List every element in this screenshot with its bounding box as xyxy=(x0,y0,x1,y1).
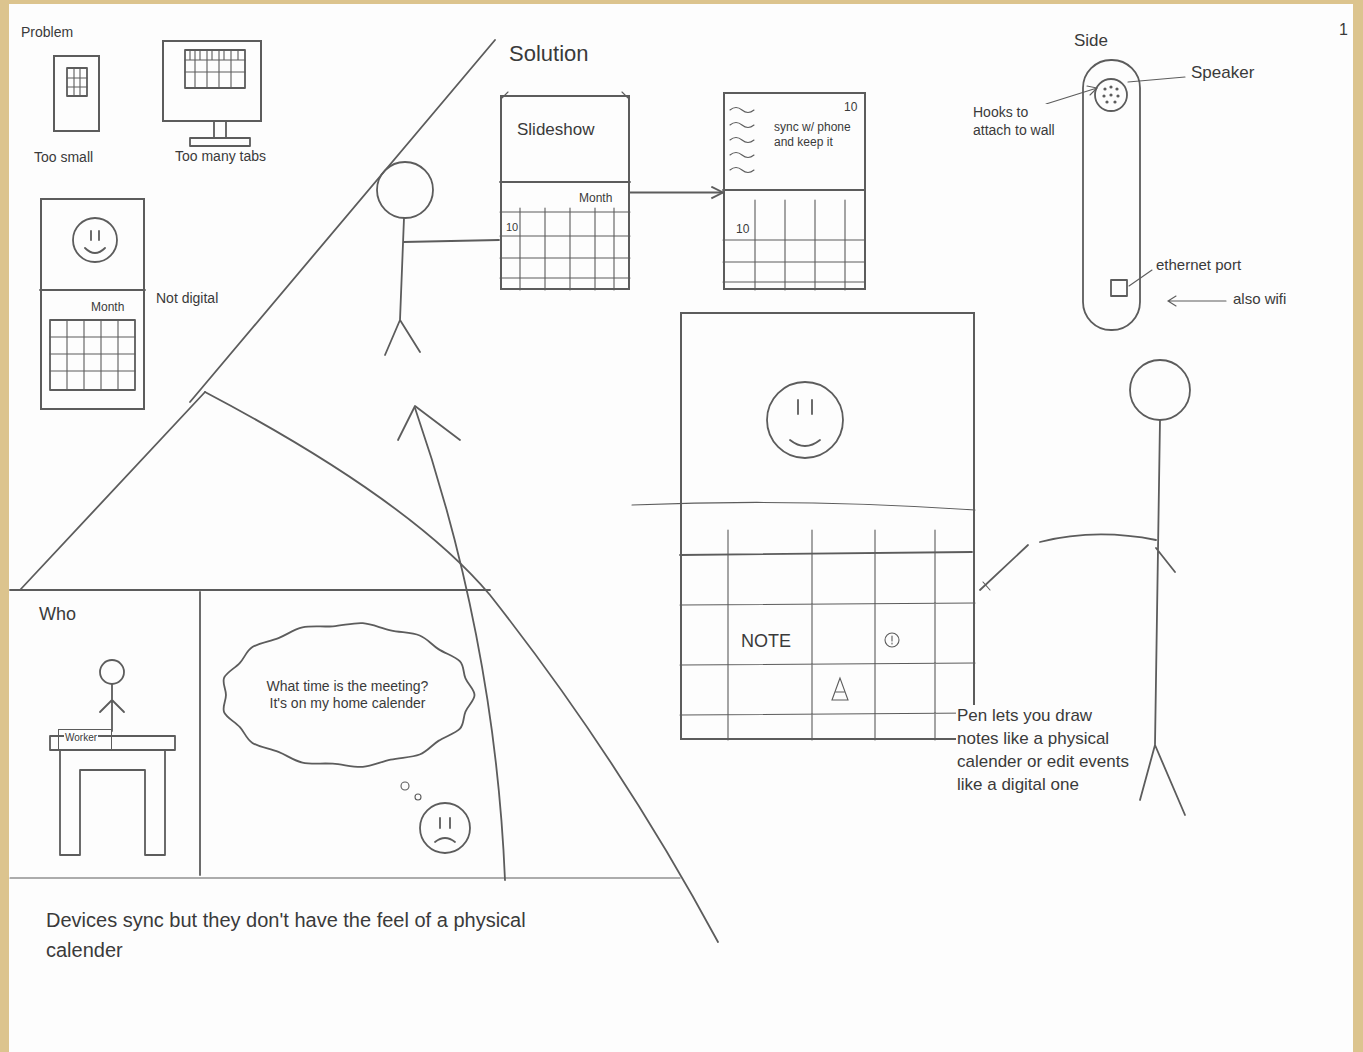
paper-sheet xyxy=(9,4,1353,1052)
speaker-holes xyxy=(1102,85,1119,103)
wall-calendar-device: NOTE xyxy=(680,312,975,740)
node-text: sync w/ phone and keep it xyxy=(773,120,860,150)
event-triangle xyxy=(832,678,848,700)
event-mark xyxy=(885,633,899,647)
node-text: Month xyxy=(90,300,125,315)
calendar-grid xyxy=(50,320,135,390)
page-number: 1 xyxy=(1338,20,1349,40)
summary-note: Devices sync but they don't have the fee… xyxy=(45,905,607,965)
worker-sign: Worker xyxy=(58,729,112,751)
monitor-stand xyxy=(190,122,250,146)
node-text: 10 xyxy=(735,222,750,237)
person-body xyxy=(385,218,499,355)
node-text: Worker xyxy=(64,732,98,745)
stylus-pen xyxy=(980,545,1028,590)
leader-arrow xyxy=(1168,296,1226,306)
slideshow-device: SlideshowMonth 10 xyxy=(500,95,630,290)
part-label: Speaker xyxy=(1190,62,1255,83)
speaker-grille xyxy=(1095,79,1127,111)
calendar-grid-lines xyxy=(50,320,135,390)
panel-border xyxy=(10,589,490,591)
node-caption: Not digital xyxy=(155,290,219,308)
tablet-device: Too small xyxy=(53,55,100,132)
node-text: Month xyxy=(578,191,613,206)
sad-face xyxy=(420,803,470,853)
part-label: Hooks to attach to wall xyxy=(972,104,1056,139)
bubble-tail xyxy=(415,794,421,800)
section-divider xyxy=(205,392,718,942)
calendar-divider xyxy=(40,289,145,291)
device-divider xyxy=(500,181,630,183)
smiley-face xyxy=(85,231,105,253)
perspective-line xyxy=(632,502,975,510)
paper-calendar: MonthNot digital xyxy=(40,198,145,410)
panel-border xyxy=(199,592,201,875)
monitor-tabs xyxy=(185,50,245,88)
device-divider xyxy=(723,189,865,191)
arrow-head xyxy=(398,406,460,440)
calendar-row-line xyxy=(680,552,972,555)
device-grid xyxy=(500,208,630,290)
section-divider xyxy=(20,392,205,590)
tablet-screen xyxy=(67,68,87,96)
person-head xyxy=(377,162,433,218)
section-heading: Who xyxy=(38,603,77,626)
screen-smiley xyxy=(767,382,843,458)
device-grid xyxy=(723,200,865,290)
node-caption: Too small xyxy=(33,149,94,167)
part-label: ethernet port xyxy=(1155,256,1242,275)
node-text: NOTE xyxy=(740,630,792,653)
cloud-outline xyxy=(223,623,474,767)
node-text: 10 xyxy=(843,100,858,115)
monitor-window xyxy=(185,50,245,88)
ethernet-port xyxy=(1111,280,1127,296)
desk-legs xyxy=(60,750,165,855)
monitor-device: Too many tabs xyxy=(162,40,262,122)
flow-arrow xyxy=(630,192,723,194)
feature-note: Pen lets you draw notes like a physical … xyxy=(956,705,1136,797)
node-text: 10 xyxy=(505,221,519,235)
leader-arrow xyxy=(1046,86,1097,104)
sad-face-features xyxy=(435,818,455,842)
bubble-tail xyxy=(401,782,409,790)
text-squiggles xyxy=(730,108,754,173)
section-heading: Problem xyxy=(20,24,74,42)
section-divider xyxy=(190,40,495,402)
worker-head xyxy=(100,660,124,684)
worker-body xyxy=(100,684,124,731)
person-head xyxy=(1130,360,1190,420)
device-side-view xyxy=(1083,60,1140,330)
calendar-grid-lines xyxy=(680,530,975,740)
smiley-face xyxy=(790,400,820,446)
node-text: Slideshow xyxy=(516,119,596,140)
section-heading: Solution xyxy=(508,40,590,68)
node-text: What time is the meeting? It's on my hom… xyxy=(264,678,431,713)
tablet-grid xyxy=(67,68,87,96)
part-label: also wifi xyxy=(1232,290,1287,309)
sync-device: 10 sync w/ phone and keep it 10 xyxy=(723,92,866,290)
speech-bubble: What time is the meeting? It's on my hom… xyxy=(210,615,485,775)
calendar-smiley xyxy=(73,218,117,262)
event-mark xyxy=(891,636,892,644)
leader-line xyxy=(1129,270,1152,286)
panel-border xyxy=(10,877,680,878)
view-heading: Side xyxy=(1073,30,1109,51)
node-caption: Too many tabs xyxy=(174,148,267,166)
stylus-pen xyxy=(983,582,990,590)
leader-line xyxy=(1128,77,1185,82)
